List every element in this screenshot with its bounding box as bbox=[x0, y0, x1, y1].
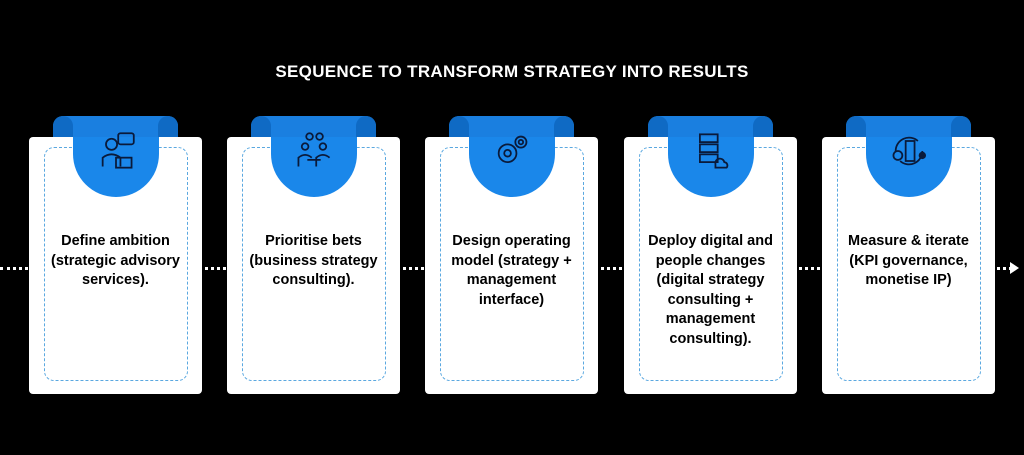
step-text: Define ambition (strategic advisory serv… bbox=[51, 233, 180, 288]
gears-icon bbox=[497, 135, 528, 163]
step-text: Prioritise bets (business strategy consu… bbox=[249, 233, 378, 288]
page-title: SEQUENCE TO TRANSFORM STRATEGY INTO RESU… bbox=[275, 62, 749, 81]
step-text: Measure & iterate (KPI governance, monet… bbox=[848, 233, 969, 288]
step-text: Design operating model (strategy + manag… bbox=[451, 233, 572, 308]
consultant-icon bbox=[101, 132, 135, 169]
step-text: Deploy digital and people changes (digit… bbox=[648, 233, 773, 347]
server-cloud-icon bbox=[699, 133, 729, 169]
iterate-cycle-icon bbox=[892, 136, 926, 166]
step-card bbox=[624, 137, 797, 394]
meeting-icon bbox=[297, 132, 331, 167]
timeline-arrow-icon bbox=[1010, 262, 1019, 274]
